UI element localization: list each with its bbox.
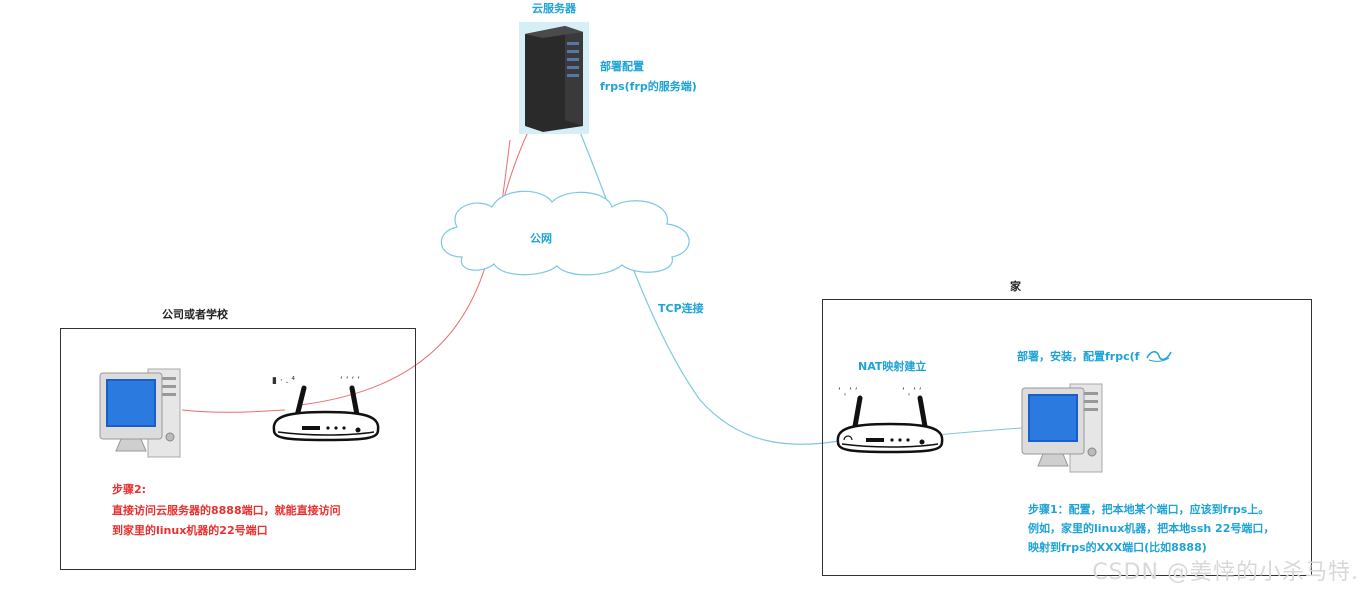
server-deploy-line1: 部署配置 — [600, 60, 644, 73]
router-icon: ʻ ˌ ʼ ʼ ʻ ˌ ʼ ʼ — [836, 387, 944, 454]
home-title: 家 — [1010, 280, 1021, 293]
scribble-icon — [1146, 351, 1172, 362]
home-step-line1: 步骤1：配置，把本地某个端口，应该到frps上。 — [1028, 503, 1270, 516]
home-step-line2: 例如，家里的linux机器，把本地ssh 22号端口， — [1028, 522, 1275, 535]
svg-text:▮ · ․ ⁴: ▮ · ․ ⁴ — [272, 376, 295, 386]
computer-icon — [1021, 383, 1103, 473]
company-box — [60, 328, 416, 570]
computer-icon — [99, 368, 181, 458]
nat-label: NAT映射建立 — [858, 360, 927, 373]
red-link-router-server — [299, 131, 529, 406]
router-icon: ▮ · ․ ⁴ ʻ ʼ ʻ ʼ — [272, 376, 380, 442]
home-deploy-label: 部署，安装，配置frpc(f — [1017, 350, 1140, 363]
svg-text:ʻ ˌ ʼ ʼ: ʻ ˌ ʼ ʼ — [902, 387, 922, 397]
company-step-line1: 直接访问云服务器的8888端口，就能直接访问 — [112, 504, 341, 517]
csdn-watermark: CSDN @姜悻的小杀马特. — [1092, 560, 1359, 585]
svg-text:ʻ ˌ ʼ ʼ: ʻ ˌ ʼ ʼ — [838, 387, 858, 397]
blue-link-server-router — [579, 131, 846, 445]
server-deploy-line2: frps(frp的服务端) — [600, 80, 697, 93]
company-title: 公司或者学校 — [162, 308, 228, 321]
server-title: 云服务器 — [532, 2, 576, 15]
red-link-pc-router — [181, 409, 286, 413]
blue-link-router-pc — [934, 427, 1023, 436]
home-step-line3: 映射到frps的XXX端口(比如8888) — [1028, 541, 1207, 554]
server-rack-icon — [519, 22, 589, 134]
tcp-connection-label: TCP连接 — [658, 302, 704, 315]
svg-text:ʻ ʼ ʻ ʼ: ʻ ʼ ʻ ʼ — [340, 376, 360, 386]
cloud-label: 公网 — [530, 232, 552, 245]
home-box — [822, 299, 1312, 576]
company-step-line2: 到家里的linux机器的22号端口 — [112, 524, 268, 537]
company-step-title: 步骤2: — [112, 483, 147, 496]
cloud-icon — [440, 190, 690, 276]
